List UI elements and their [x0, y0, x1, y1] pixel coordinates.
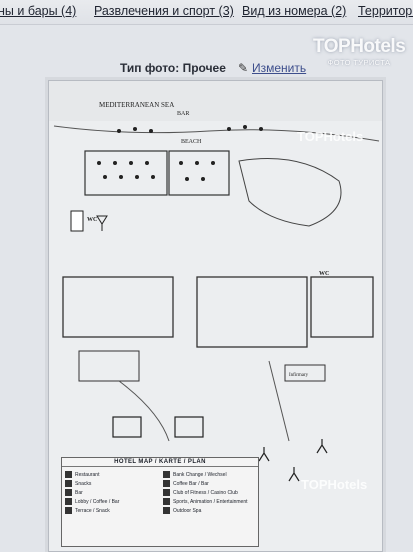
tab-entertainment-sport[interactable]: Развлечения и спорт (3)	[94, 4, 234, 18]
category-tab-bar: ны и бары (4) Развлечения и спорт (3) Ви…	[0, 0, 413, 25]
photo-watermark-top: TOPHotels	[297, 129, 363, 144]
legend-item-label: Coffee Bar / Bar	[173, 480, 209, 487]
beach-line	[53, 125, 380, 142]
bar-icon	[65, 489, 72, 496]
walkway-lines	[118, 360, 290, 442]
bank-icon	[163, 471, 170, 478]
legend-item: Club of Fitness / Casino Club	[163, 489, 255, 496]
sports-icon	[163, 498, 170, 505]
pool-outline-right	[238, 158, 342, 227]
legend-item-label: Bank Change / Wechsel	[173, 471, 227, 478]
beach-label: BEACH	[181, 139, 202, 145]
building-center	[196, 276, 308, 348]
map-legend: HOTEL MAP / KARTE / PLAN Restaurant Snac…	[61, 457, 259, 547]
photo-watermark-bottom: TOPHotels	[301, 477, 367, 492]
legend-item-label: Sports, Animation / Entertainment	[173, 498, 248, 505]
edit-link[interactable]: ✎Изменить	[238, 61, 306, 75]
building-right	[310, 276, 374, 338]
terrace-icon	[65, 507, 72, 514]
legend-item-label: Club of Fitness / Casino Club	[173, 489, 238, 496]
legend-item-label: Terrace / Snack	[75, 507, 110, 514]
infirmary-block	[284, 364, 326, 382]
legend-item: Terrace / Snack	[65, 507, 157, 514]
legend-item-label: Restaurant	[75, 471, 100, 478]
photo-type-label: Тип фото:	[120, 61, 180, 75]
legend-item: Snacks	[65, 480, 157, 487]
legend-item: Sports, Animation / Entertainment	[163, 498, 255, 505]
legend-column-right: Bank Change / Wechsel Coffee Bar / Bar C…	[160, 467, 258, 518]
people-icons	[112, 416, 328, 482]
snack-icon	[65, 480, 72, 487]
tab-territory[interactable]: Территория	[358, 4, 413, 18]
building-main	[62, 276, 174, 338]
edit-link-label: Изменить	[252, 61, 307, 75]
bar-label: BAR	[177, 111, 189, 117]
restaurant-icon	[65, 471, 72, 478]
lobby-icon	[65, 498, 72, 505]
tophotels-watermark: TOPHotels ФОТО ТУРИСТА	[313, 36, 406, 80]
legend-item: Bank Change / Wechsel	[163, 471, 255, 478]
tab-room-view[interactable]: Вид из номера (2)	[242, 4, 347, 18]
pool-block-left	[84, 150, 168, 196]
legend-item: Restaurant	[65, 471, 157, 478]
infirmary-label: Infirmary	[289, 373, 309, 378]
wc-label-right: WC	[319, 271, 329, 277]
legend-item-label: Outdoor Spa	[173, 507, 202, 514]
hotel-map-photo[interactable]: MEDITERRANEAN SEA BAR BEACH WC Infirmary…	[48, 80, 383, 552]
wc-label-left: WC	[87, 217, 97, 223]
legend-item: Bar	[65, 489, 157, 496]
legend-item: Coffee Bar / Bar	[163, 480, 255, 487]
door-icon	[70, 210, 84, 232]
sea-area	[49, 81, 382, 121]
legend-title: HOTEL MAP / KARTE / PLAN	[62, 458, 258, 467]
umbrella-dots	[97, 125, 263, 181]
legend-item-label: Lobby / Coffee / Bar	[75, 498, 120, 505]
coffee-icon	[163, 480, 170, 487]
legend-item-label: Bar	[75, 489, 83, 496]
watermark-sub: ФОТО ТУРИСТА	[327, 58, 391, 67]
fitness-icon	[163, 489, 170, 496]
photo-caption: Тип фото: Прочее ✎Изменить	[120, 61, 306, 75]
spa-icon	[163, 507, 170, 514]
restaurant-block	[78, 350, 140, 382]
legend-column-left: Restaurant Snacks Bar Lobby / Coffee / B…	[62, 467, 160, 518]
pool-block-mid	[168, 150, 230, 196]
watermark-brand: TOPHotels	[313, 36, 406, 57]
legend-item: Lobby / Coffee / Bar	[65, 498, 157, 505]
cocktail-icon	[96, 215, 108, 231]
tab-restaurants-bars[interactable]: ны и бары (4)	[0, 4, 77, 18]
photo-type-value: Прочее	[182, 61, 226, 75]
legend-item: Outdoor Spa	[163, 507, 255, 514]
legend-item-label: Snacks	[75, 480, 92, 487]
pencil-icon: ✎	[238, 61, 249, 75]
hotel-map-drawing: MEDITERRANEAN SEA BAR BEACH WC Infirmary…	[49, 81, 382, 492]
sea-label: MEDITERRANEAN SEA	[99, 101, 174, 109]
